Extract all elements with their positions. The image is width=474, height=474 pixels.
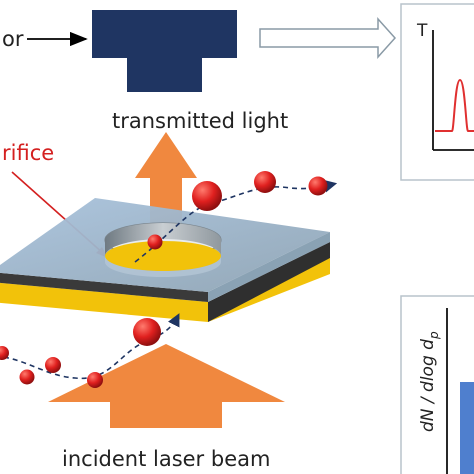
size-plot-y-label: dN / dlog dp xyxy=(418,331,441,432)
particle-sphere-icon xyxy=(147,234,163,250)
signal-plot: T xyxy=(400,3,474,181)
size-distribution-plot: dN / dlog dp xyxy=(400,295,474,474)
particle-sphere-icon xyxy=(192,181,222,211)
plate-side-front xyxy=(0,272,208,302)
size-plot-bar xyxy=(460,382,474,474)
detector-sensor xyxy=(127,58,202,92)
orifice-plate xyxy=(0,198,330,322)
plate-gold-layer xyxy=(0,258,330,322)
particle-sphere-icon xyxy=(87,372,103,388)
plate-side-edge xyxy=(208,232,330,302)
detector-body xyxy=(92,10,237,58)
incident-beam-arrow xyxy=(48,344,285,428)
size-plot-y-label-sub: p xyxy=(427,331,441,340)
orifice-bottom xyxy=(105,241,221,271)
size-plot-y-label-main: dN / dlog d xyxy=(418,339,438,432)
plate-side-right xyxy=(208,242,330,322)
particle-sphere-icon xyxy=(45,357,61,373)
particle-trajectory-bottom xyxy=(0,313,180,380)
detector xyxy=(92,10,237,92)
orifice-wall xyxy=(105,223,221,256)
particle-sphere-icon xyxy=(0,346,9,360)
signal-plot-y-label: T xyxy=(416,21,428,41)
incident-beam-label: incident laser beam xyxy=(62,447,270,471)
particle-sphere-icon xyxy=(308,176,328,196)
signal-trace xyxy=(435,78,474,132)
orifice-hole xyxy=(104,222,222,277)
particle-sphere-icon xyxy=(133,318,161,346)
orifice-label: rifice xyxy=(2,141,54,165)
particle-sphere-icon xyxy=(19,369,35,385)
hollow-right-arrow-icon xyxy=(259,17,397,59)
detector-label: or xyxy=(2,27,24,51)
orifice-bottom-shade xyxy=(105,256,221,277)
particle-sphere-icon xyxy=(254,171,276,193)
transmitted-light-label: transmitted light xyxy=(112,109,288,133)
particles xyxy=(0,171,328,388)
